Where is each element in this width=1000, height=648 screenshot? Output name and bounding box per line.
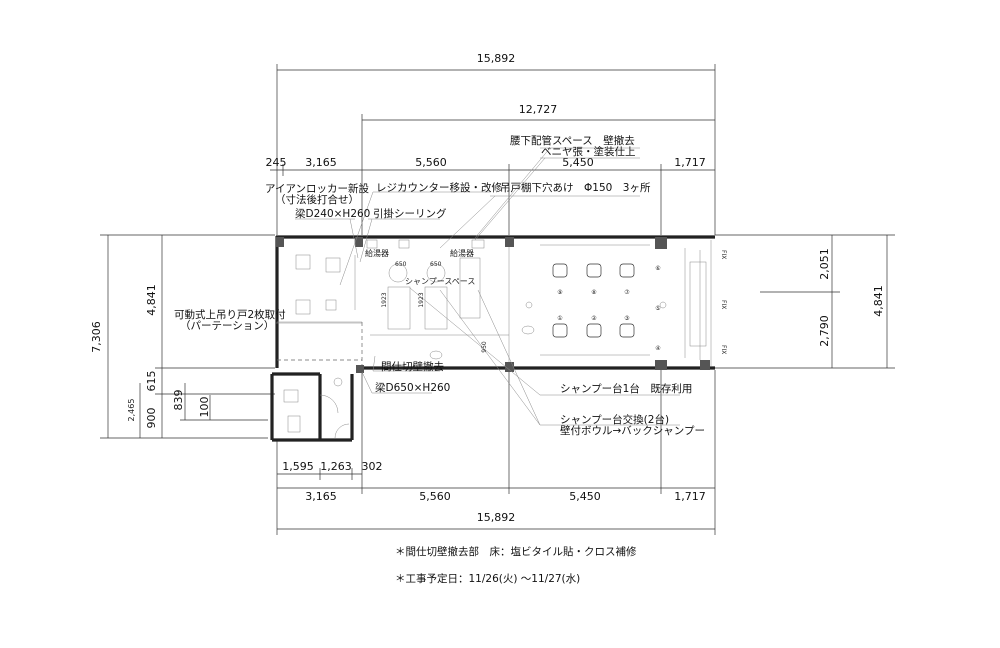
dim-bottom-seg-3: 5,450 xyxy=(569,490,601,503)
footer-note-1: ＊間仕切壁撤去部 床：塩ビタイル貼・クロス補修 xyxy=(395,545,637,558)
dim-left-839: 839 xyxy=(172,390,185,411)
svg-text:③: ③ xyxy=(624,315,629,322)
note-ceiling-holes: 吊戸棚下穴あけ Φ150 3ヶ所 xyxy=(500,181,651,194)
fix-label-3: FIX xyxy=(720,345,727,354)
dim-inner-950: 950 xyxy=(481,341,488,353)
interior-fixtures xyxy=(283,239,707,439)
chair-8: ⑧ xyxy=(586,263,602,296)
structural-columns xyxy=(276,237,710,373)
svg-text:⑦: ⑦ xyxy=(624,289,630,296)
dim-left-mid: 615 xyxy=(145,371,158,392)
dim-inner-650b: 650 xyxy=(430,261,442,268)
chair-4: ④ xyxy=(525,301,661,352)
annotations: 腰下配管スペース 壁撤去 ベニヤ張・塗装仕上 アイアンロッカー新設 （寸法後打合… xyxy=(174,134,727,437)
chair-2: ② xyxy=(586,315,602,338)
dim-bottom-overall: 15,892 xyxy=(477,511,516,524)
dim-bottom-sub-1: 1,595 xyxy=(282,460,314,473)
note-shampoo-space: シャンプースペース xyxy=(405,277,475,286)
svg-text:⑤: ⑤ xyxy=(655,305,660,312)
dim-bottom-seg-2: 5,560 xyxy=(419,490,451,503)
footer-note-2: ＊工事予定日：11/26(火) ～11/27(水) xyxy=(395,572,580,585)
note-water-heater-2: 給湯器 xyxy=(450,248,474,258)
dim-right-upper: 2,051 xyxy=(818,248,831,280)
fix-label-1: FIX xyxy=(720,250,727,259)
dim-inner-1923a: 1923 xyxy=(381,292,388,307)
note-veneer: ベニヤ張・塗装仕上 xyxy=(541,145,636,158)
note-under-sill: 腰下配管スペース 壁撤去 xyxy=(510,134,635,147)
dim-top-seg-3: 5,560 xyxy=(415,156,447,169)
left-dimensions: 7,306 4,841 615 900 2,465 839 100 xyxy=(90,234,275,439)
dim-bottom-seg-1: 3,165 xyxy=(305,490,337,503)
bottom-dimensions: 1,595 1,263 302 3,165 5,560 5,450 1,717 … xyxy=(276,370,716,535)
footer-notes: ＊間仕切壁撤去部 床：塩ビタイル貼・クロス補修 ＊工事予定日：11/26(火) … xyxy=(395,545,637,585)
svg-text:⑥: ⑥ xyxy=(655,265,660,272)
top-dimensions: 15,892 12,727 245 3,165 5,560 5,450 1,71… xyxy=(266,52,716,235)
styling-chairs: ⑨ ⑧ ⑦ ① ② ③ ⑥ ⑤ ④ xyxy=(525,263,667,352)
leader-lines xyxy=(276,147,680,426)
dim-bottom-sub-3: 302 xyxy=(362,460,383,473)
dim-left-100: 100 xyxy=(198,397,211,418)
dim-left-upper: 4,841 xyxy=(145,284,158,316)
dim-inner-1923b: 1923 xyxy=(418,292,425,307)
fix-label-2: FIX xyxy=(720,300,727,309)
dim-left-lower: 900 xyxy=(145,408,158,429)
chair-6: ⑥ xyxy=(655,265,667,309)
note-shampoo-replace-sub: 壁付ボウル→バックシャンプー xyxy=(560,424,705,437)
dim-inner-650a: 650 xyxy=(395,261,407,268)
dim-right-lower: 2,790 xyxy=(818,315,831,347)
note-ceiling-pull: 引掛シーリング xyxy=(373,207,447,220)
dim-left-2465: 2,465 xyxy=(127,399,136,422)
note-register: レジカウンター移設・改修 xyxy=(376,181,502,194)
note-sliding-door-sub: （パーテーション） xyxy=(180,320,274,332)
dim-top-seg-1: 245 xyxy=(266,156,287,169)
right-dimensions: 2,051 2,790 4,841 xyxy=(715,234,895,369)
note-shampoo-existing: シャンプー台1台 既存利用 xyxy=(560,382,692,395)
dim-bottom-seg-4: 1,717 xyxy=(674,490,706,503)
note-shampoo-replace: シャンプー台交換(2台) xyxy=(560,413,669,426)
dim-left-overall: 7,306 xyxy=(90,321,103,353)
svg-text:②: ② xyxy=(591,315,597,322)
note-iron-locker: アイアンロッカー新設 xyxy=(265,182,370,195)
dim-right-overall: 4,841 xyxy=(872,285,885,317)
dim-top-seg-2: 3,165 xyxy=(305,156,337,169)
note-partition-removal: 間仕切壁撤去 xyxy=(381,360,444,373)
dim-top-seg-5: 1,717 xyxy=(674,156,706,169)
building-outline xyxy=(270,235,715,442)
chair-1: ① xyxy=(552,315,568,338)
dim-bottom-sub-2: 1,263 xyxy=(320,460,352,473)
note-sliding-door: 可動式上吊り戸2枚取付 xyxy=(174,308,286,321)
note-water-heater-1: 給湯器 xyxy=(365,248,389,258)
chair-7: ⑦ xyxy=(619,263,635,296)
svg-text:①: ① xyxy=(557,315,562,322)
chair-5: ⑤ xyxy=(655,305,660,312)
chair-3: ③ xyxy=(619,315,635,338)
svg-text:⑨: ⑨ xyxy=(557,289,562,296)
svg-text:④: ④ xyxy=(655,345,660,352)
svg-text:⑧: ⑧ xyxy=(591,289,596,296)
note-beam-240: 梁D240×H260 xyxy=(295,207,370,220)
dim-top-overall: 15,892 xyxy=(477,52,516,65)
dim-top-partial: 12,727 xyxy=(519,103,558,116)
note-iron-locker-sub: （寸法後打合せ） xyxy=(275,193,359,206)
chair-9: ⑨ xyxy=(552,263,568,296)
note-beam-650: 梁D650×H260 xyxy=(375,381,450,394)
dim-top-seg-4: 5,450 xyxy=(562,156,594,169)
